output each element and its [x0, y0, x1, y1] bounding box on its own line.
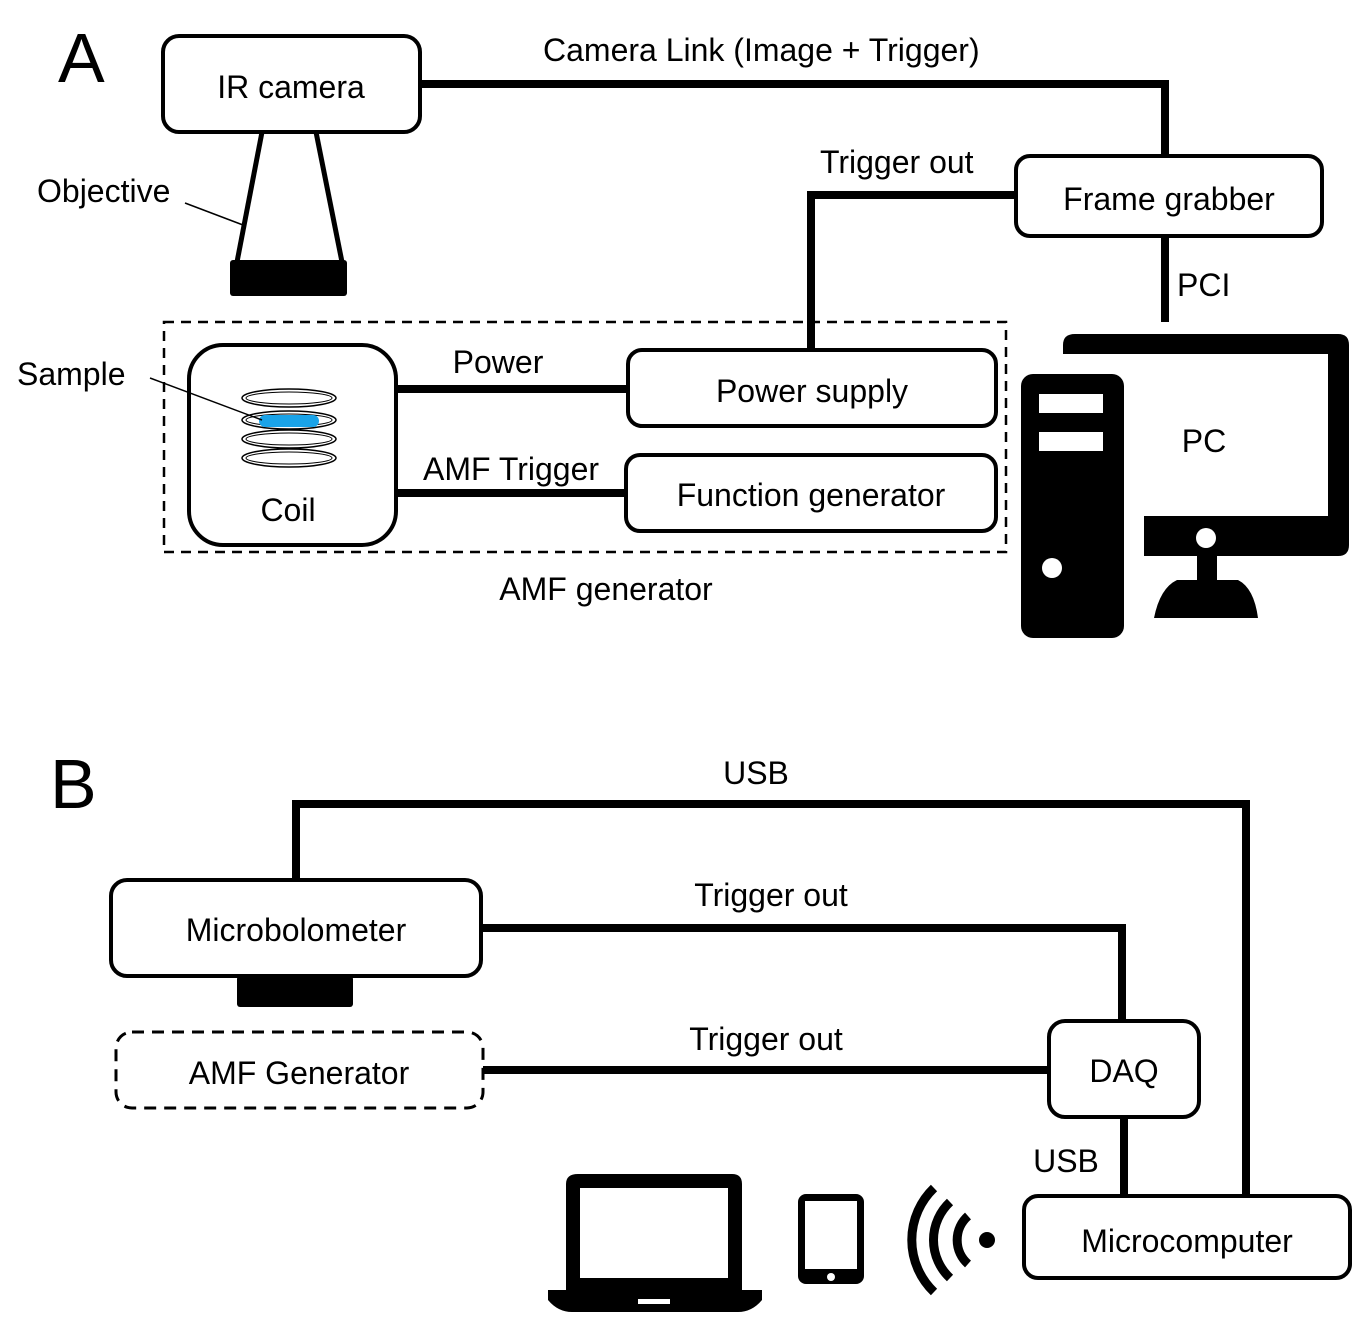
- frame-grabber: Frame grabber: [1014, 154, 1324, 238]
- sample-icon: [259, 415, 319, 427]
- pci-label: PCI: [1177, 267, 1230, 303]
- amf-generator-group-label: AMF generator: [499, 571, 713, 607]
- camera-link-label: Camera Link (Image + Trigger): [543, 32, 980, 68]
- usb-top-wire: [292, 800, 1250, 1196]
- usb-top-label: USB: [723, 755, 789, 791]
- wireless-icon: [907, 1184, 995, 1296]
- daq-label: DAQ: [1089, 1053, 1158, 1089]
- panel-b-letter: B: [50, 745, 97, 823]
- coil-label: Coil: [260, 492, 315, 528]
- objective-label: Objective: [37, 173, 170, 209]
- microcomputer: Microcomputer: [1022, 1194, 1352, 1280]
- tablet-icon: [798, 1194, 864, 1284]
- power-supply-label: Power supply: [716, 373, 908, 409]
- laptop-icon: [548, 1174, 762, 1312]
- microcomputer-label: Microcomputer: [1081, 1223, 1293, 1259]
- trigger-out-label-b2: Trigger out: [689, 1021, 843, 1057]
- trigger-out-label-a: Trigger out: [820, 144, 974, 180]
- sample-leader: [149, 377, 263, 421]
- amf-generator-label: AMF Generator: [189, 1055, 410, 1091]
- objective-leader: [184, 202, 244, 226]
- power-supply: Power supply: [626, 348, 998, 428]
- objective: [230, 131, 347, 296]
- function-generator: Function generator: [624, 453, 998, 533]
- sample-label: Sample: [17, 356, 126, 392]
- amf-generator-box: AMF Generator: [114, 1030, 485, 1110]
- pc-icon: [1021, 334, 1349, 638]
- power-label: Power: [453, 344, 544, 380]
- trigger-out-label-b1: Trigger out: [694, 877, 848, 913]
- amf-trigger-label: AMF Trigger: [423, 451, 599, 487]
- trigger-out-wire-b1: [481, 924, 1126, 1021]
- frame-grabber-label: Frame grabber: [1063, 181, 1275, 217]
- coil: Coil: [187, 343, 398, 547]
- amf-generator-group: [162, 320, 1008, 554]
- microbolometer: Microbolometer: [109, 878, 483, 1007]
- function-generator-label: Function generator: [677, 477, 946, 513]
- daq: DAQ: [1047, 1019, 1201, 1119]
- camera-link-wire: [420, 80, 1169, 156]
- trigger-out-wire-a: [807, 191, 1016, 350]
- pc-label: PC: [1182, 423, 1226, 459]
- microbolometer-label: Microbolometer: [186, 912, 407, 948]
- ir-camera-label: IR camera: [217, 69, 365, 105]
- usb-daq-label: USB: [1033, 1143, 1099, 1179]
- panel-a-letter: A: [58, 19, 105, 97]
- ir-camera: IR camera: [161, 34, 422, 134]
